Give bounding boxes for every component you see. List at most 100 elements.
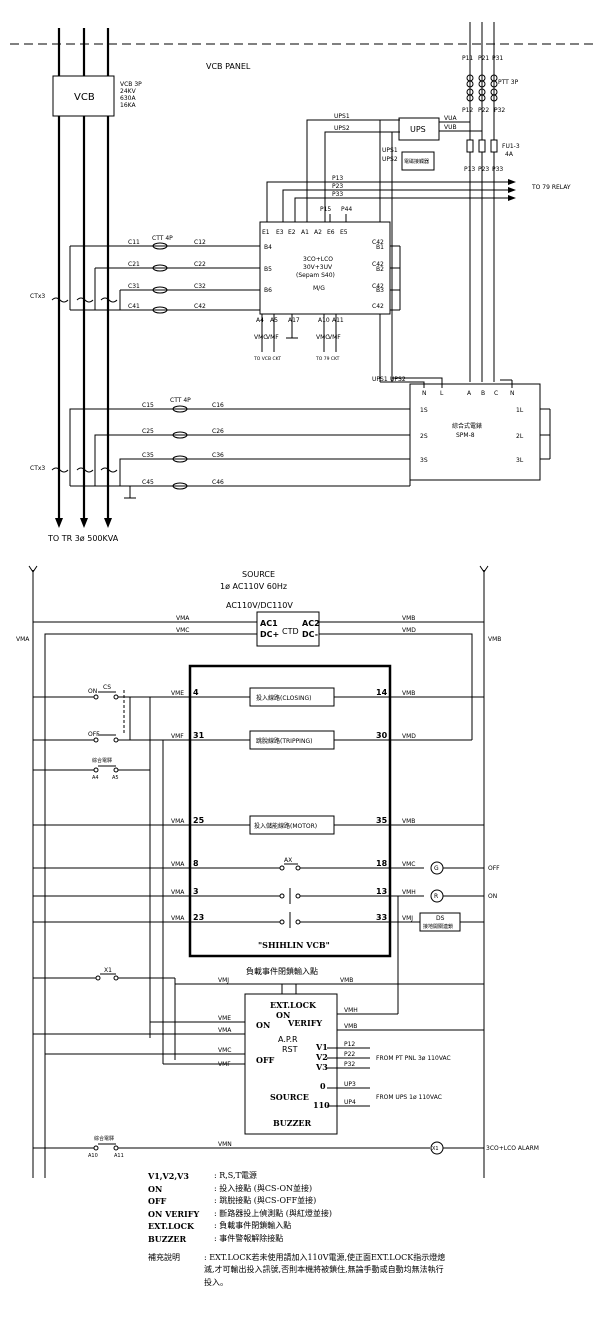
svg-text:VMA: VMA [171,889,185,896]
svg-text:B: B [481,390,485,397]
svg-text:FROM PT PNL 3ø 110VAC: FROM PT PNL 3ø 110VAC [376,1055,451,1062]
relay-bottom-wires [261,314,337,352]
svg-text:OFF: OFF [256,1055,275,1065]
svg-text:P33: P33 [492,166,503,173]
svg-text:A.P.R: A.P.R [278,1035,298,1044]
svg-text:VMF: VMF [266,334,279,341]
svg-text:24KV: 24KV [120,88,137,95]
svg-text:E3: E3 [276,229,284,236]
svg-text:VMA: VMA [171,915,185,922]
svg-text:14: 14 [376,688,388,697]
supplement-note: 補充說明: EXT.LOCK若未使用請加入110V電源,使正面EXT.LOCK指… [148,1252,446,1287]
meter-left-terms: 1S 2S 3S [420,407,428,464]
svg-text:VMF: VMF [328,334,341,341]
svg-text:P32: P32 [344,1061,355,1068]
svg-text:VMH: VMH [402,889,416,896]
svg-text:C42: C42 [372,283,384,290]
svg-text:BUZZER: BUZZER [273,1118,312,1128]
to-79-relay: TO 79 RELAY [531,184,571,191]
relay-c42-wires: C42 C42 C42 C42 [372,239,401,311]
vmc-label: VMC [176,627,189,634]
meter-title: 綜合式電錶 [452,422,482,430]
svg-text:25: 25 [193,816,205,825]
svg-text:A10: A10 [88,1153,98,1159]
svg-text:8: 8 [193,859,199,868]
svg-text:UPS1: UPS1 [372,376,388,383]
svg-text:C12: C12 [194,239,206,246]
ups-s1: UPS1 [382,147,398,154]
svg-text:VMH: VMH [344,1007,358,1014]
svg-text:C15: C15 [142,402,154,409]
svg-text:1L: 1L [516,407,524,414]
svg-text:C36: C36 [212,452,224,459]
vmb-label: VMB [402,615,415,622]
ctd-dc-minus: DC- [302,630,318,639]
svg-text:A5: A5 [112,775,119,781]
svg-text:E5: E5 [340,229,348,236]
svg-text:VMB: VMB [402,690,415,697]
svg-text:VMC: VMC [316,334,329,341]
svg-text:2L: 2L [516,433,524,440]
svg-text:C: C [494,390,498,397]
meter-right-terms: 1L 2L 3L [516,407,524,464]
svg-text:VMA: VMA [218,1027,232,1034]
svg-text:M/G: M/G [313,285,325,292]
svg-text:2S: 2S [420,433,428,440]
svg-text:ON: ON [276,1010,290,1020]
pt-out-labels: P13 P23 P33 [464,166,503,173]
svg-text:UPS2: UPS2 [390,376,406,383]
ups2-label: UPS2 [334,125,350,132]
legend-row-v: V1,V2,V3: R,S,T電源 [148,1171,257,1181]
svg-text:B5: B5 [264,266,272,273]
svg-text:L: L [440,390,444,397]
vma-left-label: VMA [16,636,30,643]
svg-text:C42: C42 [372,239,384,246]
svg-text:A4: A4 [256,317,264,324]
ct2-coil-icon [51,467,118,473]
svg-text:VERIFY: VERIFY [287,1018,322,1028]
ct-group-1-wires [69,245,260,311]
svg-text:P11: P11 [462,55,473,62]
svg-text:35: 35 [376,816,388,825]
apr-right-wires: VMH VMB [337,896,484,1031]
ct-labels-1: C11 C21 C31 C41 C12 C22 C32 C42 CTT 4P C… [30,235,206,310]
svg-text:N: N [510,390,515,397]
svg-text:P32: P32 [494,107,505,114]
ups-label: UPS [410,125,426,134]
svg-text:VMJ: VMJ [402,915,413,922]
source-title: SOURCE [242,570,275,579]
svg-text:A2: A2 [314,229,322,236]
relay-right-terms: B1 B2 B3 [376,244,384,294]
svg-text:CTT 4P: CTT 4P [152,235,173,242]
svg-text:18: 18 [376,859,388,868]
ctd-ac2: AC2 [302,619,320,628]
meter-box [409,383,541,481]
svg-text:B3: B3 [376,287,384,294]
ups2-wire [324,131,400,180]
svg-text:630A: 630A [120,95,136,102]
ct-group-2-wires [69,408,411,499]
vcb-box [52,75,115,117]
source-arrow-left [28,565,38,573]
x1-contact: X1 [33,967,175,981]
svg-text:FROM UPS 1ø 110VAC: FROM UPS 1ø 110VAC [376,1094,442,1101]
svg-text:N: N [422,390,427,397]
ct-coil-icon [51,297,118,303]
svg-text:C31: C31 [128,283,140,290]
svg-text:綜合電驛: 綜合電驛 [92,757,112,764]
svg-text:(Sepam S40): (Sepam S40) [296,272,335,279]
svg-text:V3: V3 [315,1062,328,1072]
contactor-label: 電磁接觸器 [404,158,429,165]
pt-top-labels: P11 P21 P31 PTT 3P P12 P22 P32 [462,55,519,114]
vmd-label: VMD [402,627,416,634]
svg-text:C46: C46 [212,479,224,486]
relay-bottom-terms: A4 A5 A17 A10 A11 VMC VMF VMC VMF TO VCB… [253,317,344,362]
legend-row-off: OFF: 跳脫接點 (與CS-OFF並接) [148,1196,317,1207]
svg-text:CTx3: CTx3 [30,293,45,300]
svg-text:3CO+LCO ALARM: 3CO+LCO ALARM [486,1145,539,1152]
svg-text:0: 0 [320,1081,326,1091]
contactor-box [401,151,435,171]
pt-lines [469,22,495,382]
svg-text:31: 31 [193,731,205,740]
